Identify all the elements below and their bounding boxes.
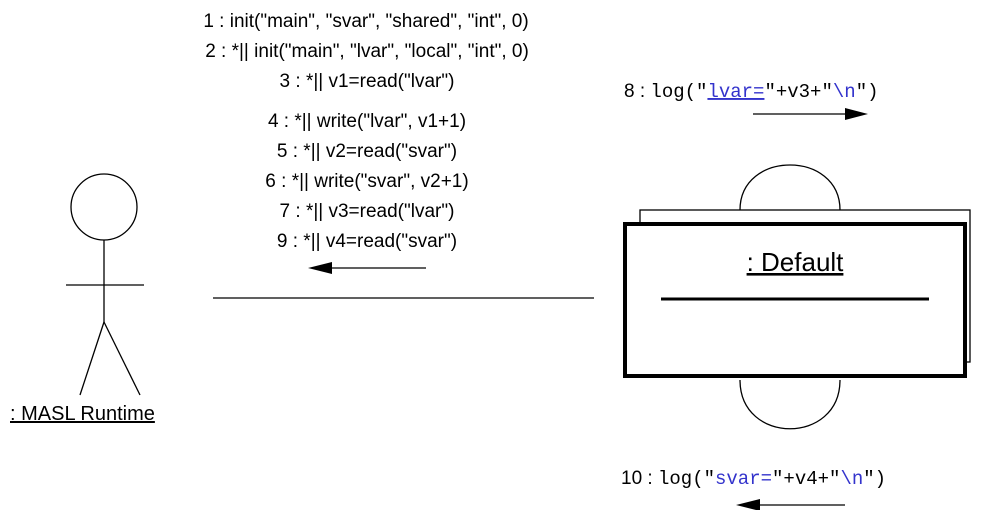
self-link-loop-bottom bbox=[739, 379, 841, 430]
actor-head bbox=[70, 173, 138, 241]
message-4: 4 : *|| write("lvar", v1+1) bbox=[268, 111, 466, 132]
message-6: 6 : *|| write("svar", v2+1) bbox=[265, 171, 468, 192]
object-box[interactable]: : Default bbox=[623, 209, 971, 378]
self-message-10: 10 : log("svar="+v4+"\n") bbox=[621, 468, 886, 490]
message-5: 5 : *|| v2=read("svar") bbox=[277, 141, 457, 162]
message-1: 1 : init("main", "svar", "shared", "int"… bbox=[203, 11, 528, 32]
arrow-to-actor bbox=[308, 262, 426, 274]
object-label: : Default bbox=[747, 247, 845, 277]
message-2: 2 : *|| init("main", "lvar", "local", "i… bbox=[205, 41, 529, 62]
message-9: 9 : *|| v4=read("svar") bbox=[277, 231, 457, 252]
actor-stick-figure[interactable] bbox=[66, 173, 144, 396]
message-list: 1 : init("main", "svar", "shared", "int"… bbox=[203, 11, 528, 252]
arrow-self-top bbox=[753, 108, 868, 120]
arrow-self-bottom bbox=[736, 499, 845, 510]
message-3: 3 : *|| v1=read("lvar") bbox=[280, 71, 455, 92]
actor-left-leg bbox=[79, 321, 105, 396]
self-link-loop-top bbox=[739, 164, 841, 211]
self-message-8: 8 : log("lvar="+v3+"\n") bbox=[624, 81, 879, 103]
actor-right-leg bbox=[103, 321, 141, 396]
message-7: 7 : *|| v3=read("lvar") bbox=[280, 201, 455, 222]
actor-label: : MASL Runtime bbox=[10, 403, 155, 425]
